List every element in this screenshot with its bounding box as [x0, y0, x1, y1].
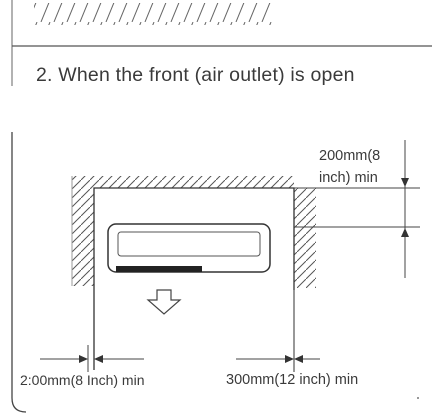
top-clearance-label-line1: 200mm(8 — [319, 148, 381, 164]
indoor-unit — [107, 223, 271, 273]
right-clearance-label: 300mm(12 inch) min — [226, 372, 359, 388]
speck — [417, 397, 419, 399]
top-clearance-label: 200mm(8 inch) min — [319, 145, 380, 189]
right-wall-hatch — [294, 188, 316, 288]
ceiling-hatch — [94, 176, 294, 188]
top-clearance-dimension — [294, 140, 420, 278]
left-clearance-dimension — [40, 345, 144, 372]
indoor-unit-panel — [117, 231, 261, 257]
down-arrow-icon — [146, 289, 182, 315]
top-clearance-label-line2: inch) min — [319, 170, 378, 186]
section-heading: 2. When the front (air outlet) is open — [36, 64, 355, 86]
wall-outline — [93, 187, 295, 370]
air-outlet-louver — [116, 266, 202, 272]
panel-frame — [11, 132, 27, 413]
left-clearance-label: 2:00mm(8 Inch) min — [20, 372, 145, 388]
top-wall-hatch — [34, 3, 274, 25]
right-clearance-dimension — [236, 355, 320, 363]
left-wall-hatch — [72, 176, 94, 286]
